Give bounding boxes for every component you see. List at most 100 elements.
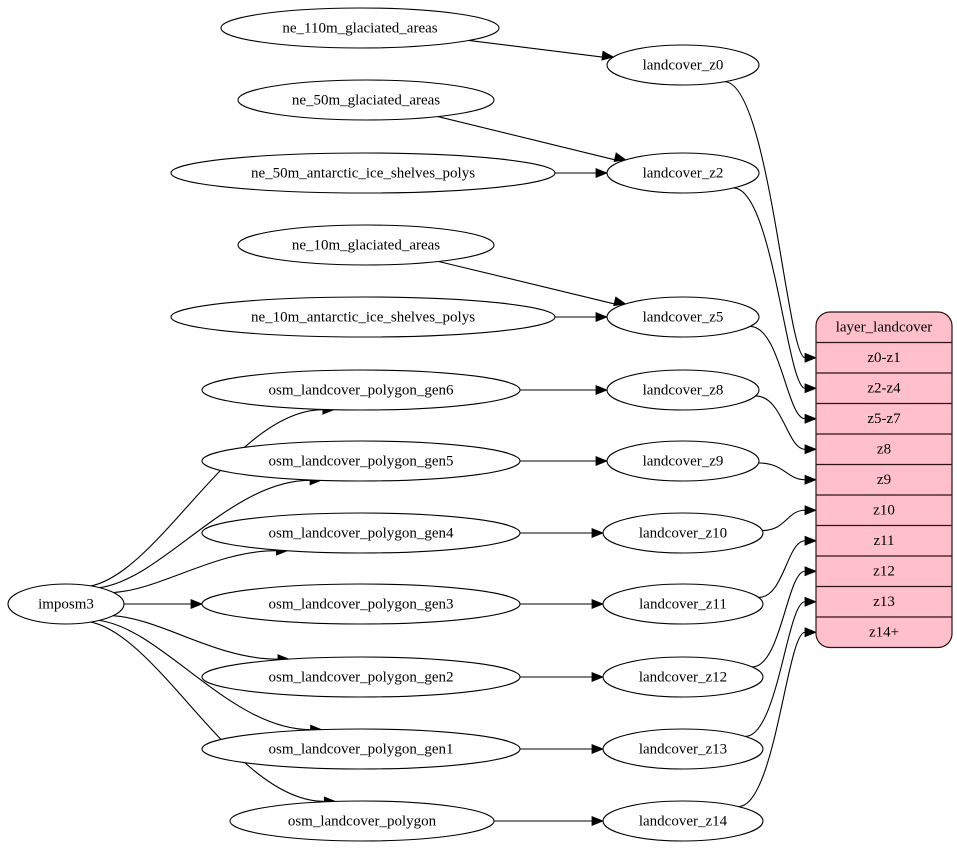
edge-landcover_z0-to-z0-z1 — [724, 81, 806, 359]
node-label: ne_50m_antarctic_ice_shelves_polys — [251, 165, 475, 181]
edge-landcover_z13-to-z13 — [745, 601, 806, 737]
node-landcover_z5[interactable]: landcover_z5 — [606, 296, 760, 338]
arrowhead-z5-z7 — [804, 413, 818, 424]
edge-landcover_z12-to-z12 — [752, 570, 806, 668]
node-landcover_z12[interactable]: landcover_z12 — [602, 656, 764, 698]
arrowhead-z9 — [804, 474, 818, 485]
node-shape-source — [229, 800, 495, 842]
arrowhead-landcover_z11 — [591, 599, 605, 609]
node-ne_10m_glaciated_areas[interactable]: ne_10m_glaciated_areas — [237, 224, 495, 266]
node-label: osm_landcover_polygon_gen5 — [269, 453, 454, 469]
arrowhead-z14+ — [804, 627, 818, 638]
node-osm_landcover_polygon_gen2[interactable]: osm_landcover_polygon_gen2 — [201, 656, 521, 698]
layer-table-row-z13[interactable]: z13 — [816, 587, 952, 618]
node-ne_50m_glaciated_areas[interactable]: ne_50m_glaciated_areas — [237, 79, 495, 121]
arrowhead-landcover_z2 — [613, 152, 627, 162]
node-shape-zoom — [602, 800, 764, 842]
row-label: z9 — [877, 472, 891, 488]
layer-table-header: layer_landcover — [836, 320, 933, 336]
node-osm_landcover_polygon[interactable]: osm_landcover_polygon — [229, 800, 495, 842]
arrowhead-z8 — [804, 444, 818, 455]
node-shape-zoom — [606, 296, 760, 338]
arrowhead-landcover_z5 — [595, 312, 609, 322]
node-ne_10m_antarctic_ice_shelves_polys[interactable]: ne_10m_antarctic_ice_shelves_polys — [170, 296, 556, 338]
node-ne_110m_glaciated_areas[interactable]: ne_110m_glaciated_areas — [220, 7, 500, 49]
node-label: ne_10m_glaciated_areas — [292, 237, 440, 253]
node-ne_50m_antarctic_ice_shelves_polys[interactable]: ne_50m_antarctic_ice_shelves_polys — [170, 152, 556, 194]
edge-imposm3-to-osm_landcover_polygon_gen1 — [99, 619, 311, 731]
node-shape-source — [170, 152, 556, 194]
node-shape-zoom — [606, 369, 760, 411]
arrowhead-landcover_z13 — [591, 744, 605, 754]
node-landcover_z10[interactable]: landcover_z10 — [602, 512, 764, 554]
node-osm_landcover_polygon_gen6[interactable]: osm_landcover_polygon_gen6 — [201, 369, 521, 411]
layer-table-row-z12[interactable]: z12 — [816, 556, 952, 587]
node-shape-zoom — [606, 44, 760, 86]
layer-table-row-z5-z7[interactable]: z5-z7 — [816, 404, 952, 435]
node-label: ne_10m_antarctic_ice_shelves_polys — [251, 309, 475, 325]
node-imposm3[interactable]: imposm3 — [7, 583, 125, 625]
layer-table-row-z10[interactable]: z10 — [816, 495, 952, 526]
node-shape-source — [201, 728, 521, 770]
layer-table-row-z11[interactable]: z11 — [816, 526, 952, 557]
node-osm_landcover_polygon_gen3[interactable]: osm_landcover_polygon_gen3 — [201, 583, 521, 625]
node-label: landcover_z14 — [639, 813, 728, 829]
edge-landcover_z11-to-z11 — [758, 540, 806, 598]
edge-imposm3-to-osm_landcover_polygon_gen4 — [113, 550, 277, 594]
layer-table-row-z9[interactable]: z9 — [816, 465, 952, 496]
row-label: z11 — [873, 533, 894, 549]
arrowhead-landcover_z5 — [613, 296, 627, 307]
node-landcover_z8[interactable]: landcover_z8 — [606, 369, 760, 411]
node-landcover_z0[interactable]: landcover_z0 — [606, 44, 760, 86]
layer-table-row-z2-z4[interactable]: z2-z4 — [816, 373, 952, 404]
layer-table-row-z8[interactable]: z8 — [816, 434, 952, 465]
arrowhead-z2-z4 — [804, 383, 818, 394]
node-shape-source — [220, 7, 500, 49]
node-label: osm_landcover_polygon_gen1 — [269, 741, 454, 757]
node-label: osm_landcover_polygon_gen4 — [269, 525, 454, 541]
node-landcover_z9[interactable]: landcover_z9 — [606, 440, 760, 482]
arrowhead-z11 — [804, 535, 818, 546]
node-label: landcover_z0 — [643, 57, 724, 73]
layer-table-body — [815, 311, 953, 649]
arrowhead-z13 — [804, 596, 818, 607]
node-shape-source — [201, 440, 521, 482]
arrowhead-landcover_z2 — [595, 168, 609, 178]
node-shape-zoom — [602, 512, 764, 554]
arrowhead-landcover_z9 — [595, 456, 609, 466]
node-landcover_z13[interactable]: landcover_z13 — [602, 728, 764, 770]
node-landcover_z2[interactable]: landcover_z2 — [606, 152, 760, 194]
row-label: z14+ — [869, 625, 899, 641]
row-label: z12 — [873, 564, 895, 580]
node-osm_landcover_polygon_gen4[interactable]: osm_landcover_polygon_gen4 — [201, 512, 521, 554]
edge-landcover_z14-to-z14+ — [738, 631, 806, 808]
node-label: landcover_z12 — [639, 669, 727, 685]
node-label: imposm3 — [38, 596, 94, 612]
edge-imposm3-to-osm_landcover_polygon — [90, 621, 325, 802]
row-label: z2-z4 — [867, 381, 901, 397]
node-osm_landcover_polygon_gen5[interactable]: osm_landcover_polygon_gen5 — [201, 440, 521, 482]
node-osm_landcover_polygon_gen1[interactable]: osm_landcover_polygon_gen1 — [201, 728, 521, 770]
node-shape-zoom — [602, 728, 764, 770]
edge-imposm3-to-osm_landcover_polygon_gen5 — [99, 479, 311, 589]
arrowhead-z12 — [804, 566, 818, 577]
node-label: osm_landcover_polygon_gen6 — [269, 382, 454, 398]
node-label: landcover_z9 — [643, 453, 724, 469]
layer-table-row-z0-z1[interactable]: z0-z1 — [816, 343, 952, 374]
edge-ne_110m_glaciated_areas-to-landcover_z0 — [468, 39, 603, 58]
edge-imposm3-to-osm_landcover_polygon_gen6 — [90, 409, 323, 587]
node-landcover_z11[interactable]: landcover_z11 — [602, 583, 764, 625]
node-landcover_z14[interactable]: landcover_z14 — [602, 800, 764, 842]
node-label: landcover_z5 — [643, 309, 724, 325]
node-shape-zoom — [606, 152, 760, 194]
edge-ne_10m_glaciated_areas-to-landcover_z5 — [438, 260, 615, 305]
row-label: z10 — [873, 503, 895, 519]
edge-landcover_z10-to-z10 — [762, 509, 806, 532]
node-shape-zoom — [606, 440, 760, 482]
edge-landcover_z5-to-z5-z7 — [750, 325, 806, 420]
node-shape-source — [201, 656, 521, 698]
row-label: z13 — [873, 594, 895, 610]
edge-landcover_z9-to-z9 — [758, 462, 806, 481]
layer-table-row-z14+[interactable]: z14+ — [816, 617, 952, 648]
